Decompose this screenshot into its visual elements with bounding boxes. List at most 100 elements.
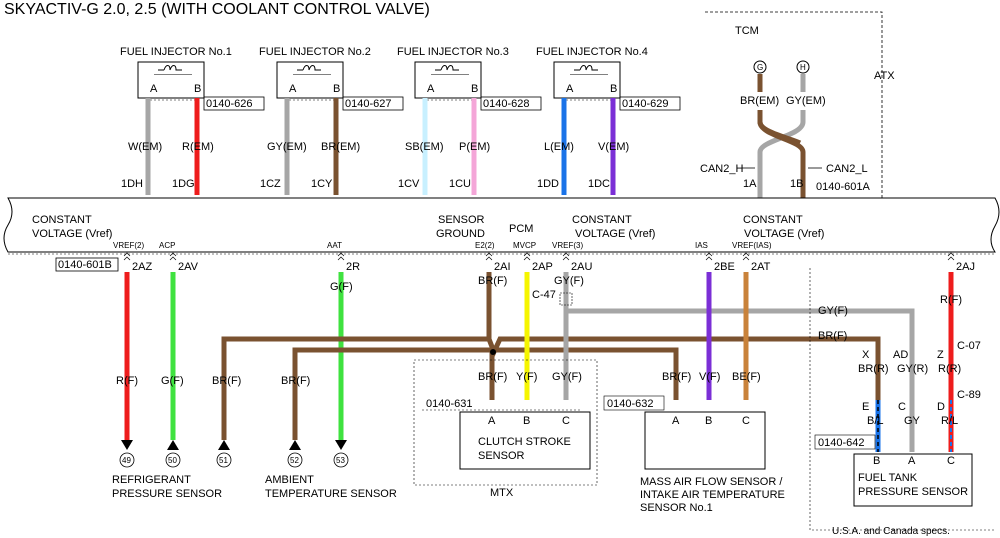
injector-2-conn-box (342, 96, 404, 111)
pcm-pin-3-connector-icon (485, 252, 493, 261)
tcm-wire-g-label: BR(EM) (740, 95, 779, 107)
label-gy: GY (904, 415, 921, 427)
label-r-r: R(R) (938, 363, 961, 375)
injector-1-connector: 0140-626 (206, 98, 253, 110)
ft-name-2: PRESSURE SENSOR (858, 486, 968, 498)
pcm-pin-7-signal: VREF(IAS) (732, 241, 772, 250)
terminal-52-circle (287, 452, 303, 468)
injector-3-pin-a: A (427, 83, 435, 95)
label-brf-ft: BR(F) (818, 330, 847, 342)
injector-4-pin-b: B (610, 83, 617, 95)
tcm-pin-h (796, 60, 810, 74)
injector-3-wire-a-label: SB(EM) (405, 141, 444, 153)
pcm-pin-2-connector-icon (337, 252, 345, 261)
label-gy-r: GY(R) (897, 363, 928, 375)
injector-1-name: FUEL INJECTOR No.1 (120, 46, 232, 58)
sensor-ground-label-2: GROUND (436, 228, 485, 240)
ambient-label-2: TEMPERATURE SENSOR (265, 488, 397, 500)
injector-4-term-a: 1DD (537, 178, 559, 190)
injector-4-wire-b-label: V(EM) (598, 141, 629, 153)
label-rl: R/L (941, 415, 958, 427)
terminal-53-circle (333, 452, 349, 468)
ft-conn-x: X (862, 349, 870, 361)
maf-connector: 0140-632 (607, 398, 654, 410)
wire-ground-main (486, 272, 881, 400)
label-bef: BE(F) (732, 371, 761, 383)
tcm-term-1b: 1B (790, 178, 803, 190)
terminal-52-label: 52 (290, 456, 299, 465)
ft-pin-a: A (908, 455, 916, 467)
pcm-pin-3-signal: E2(2) (475, 241, 495, 250)
can-h-label: CAN2_H (700, 163, 743, 175)
injector-2-wire-a-label: GY(EM) (267, 141, 307, 153)
terminal-49-arrow-icon (121, 440, 133, 450)
label-br-r: BR(R) (858, 363, 889, 375)
pcm-pin-8-term: 2AJ (956, 261, 975, 273)
injector-4-conn-box (619, 96, 681, 111)
maf-name-2: INTAKE AIR TEMPERATURE (640, 489, 785, 501)
ft-pin-b: B (873, 455, 880, 467)
clutch-name-1: CLUTCH STROKE (478, 436, 571, 448)
tcm-pin-g-label: G (757, 63, 763, 72)
ft-conn-c: C (898, 401, 906, 413)
ft-conn-e: E (862, 401, 869, 413)
maf-name-1: MASS AIR FLOW SENSOR / (640, 476, 783, 488)
injector-2-coil-icon (297, 65, 321, 71)
label-brf-clutch: BR(F) (478, 371, 507, 383)
tcm-connector: 0140-601A (816, 181, 870, 193)
terminal-51-label: 51 (219, 456, 228, 465)
pcm-label: PCM (509, 223, 533, 235)
tcm-wire-h-label: GY(EM) (786, 95, 826, 107)
can-twist-brown-top (757, 110, 802, 146)
cv-left-label-2: VOLTAGE (Vref) (32, 228, 112, 240)
label-yf: Y(F) (516, 371, 537, 383)
maf-pin-a: A (672, 415, 680, 427)
injector-2-pin-a: A (289, 83, 297, 95)
cv-right-label-2: VOLTAGE (Vref) (744, 228, 824, 240)
label-brf-top: BR(F) (478, 275, 507, 287)
injector-1-body (137, 61, 205, 99)
tcm-term-1a: 1A (743, 178, 757, 190)
pcm-pin-5-signal: VREF(3) (552, 241, 583, 250)
tcm-pin-h-label: H (800, 63, 806, 72)
injector-2-term-b: 1CY (311, 178, 333, 190)
ft-name-1: FUEL TANK (858, 472, 918, 484)
c47-label: C-47 (532, 289, 556, 301)
pcm-pin-2-signal: AAT (327, 241, 342, 250)
injector-1-wire-b-label: R(EM) (182, 141, 214, 153)
label-brf-maf: BR(F) (662, 371, 691, 383)
ft-pin-c: C (947, 455, 955, 467)
injector-1-wire-a-label: W(EM) (128, 141, 162, 153)
maf-sensor-box (644, 411, 766, 470)
terminal-49-circle (119, 452, 135, 468)
sensor-ground-label: SENSOR (438, 214, 485, 226)
injector-3-connector: 0140-628 (483, 98, 530, 110)
pcm-pin-5-connector-icon (562, 252, 570, 261)
cv-left-label: CONSTANT (32, 214, 92, 226)
label-gf-acp: G(F) (161, 375, 184, 387)
label-gf-aat: G(F) (330, 281, 353, 293)
pcm-pin-5-term: 2AU (571, 261, 592, 273)
injector-4-coil-icon (574, 65, 598, 71)
ground-splice (490, 349, 496, 355)
injector-1-pin-b: B (194, 83, 201, 95)
pcm-pin-3-term: 2AI (494, 261, 511, 273)
label-brf-ambient: BR(F) (281, 375, 310, 387)
injector-4-name: FUEL INJECTOR No.4 (536, 46, 648, 58)
label-gyf-top: GY(F) (554, 275, 584, 287)
terminal-51-circle (216, 452, 232, 468)
ambient-label-1: AMBIENT (265, 474, 314, 486)
pcm-pin-0-connector-icon (123, 252, 131, 261)
diagram-title: SKYACTIV-G 2.0, 2.5 (WITH COOLANT CONTRO… (4, 1, 430, 18)
cv-right-label: CONSTANT (743, 214, 803, 226)
us-spec-label: U.S.A. and Canada specs. (832, 526, 950, 537)
maf-pin-b: B (705, 415, 712, 427)
terminal-50-label: 50 (168, 456, 177, 465)
atx-boundary (705, 11, 883, 210)
pcm-pin-7-connector-icon (742, 252, 750, 261)
injector-2-coil-line (293, 74, 331, 75)
maf-pin-c: C (742, 415, 750, 427)
cv-mid-label-2: VOLTAGE (Vref) (575, 228, 655, 240)
